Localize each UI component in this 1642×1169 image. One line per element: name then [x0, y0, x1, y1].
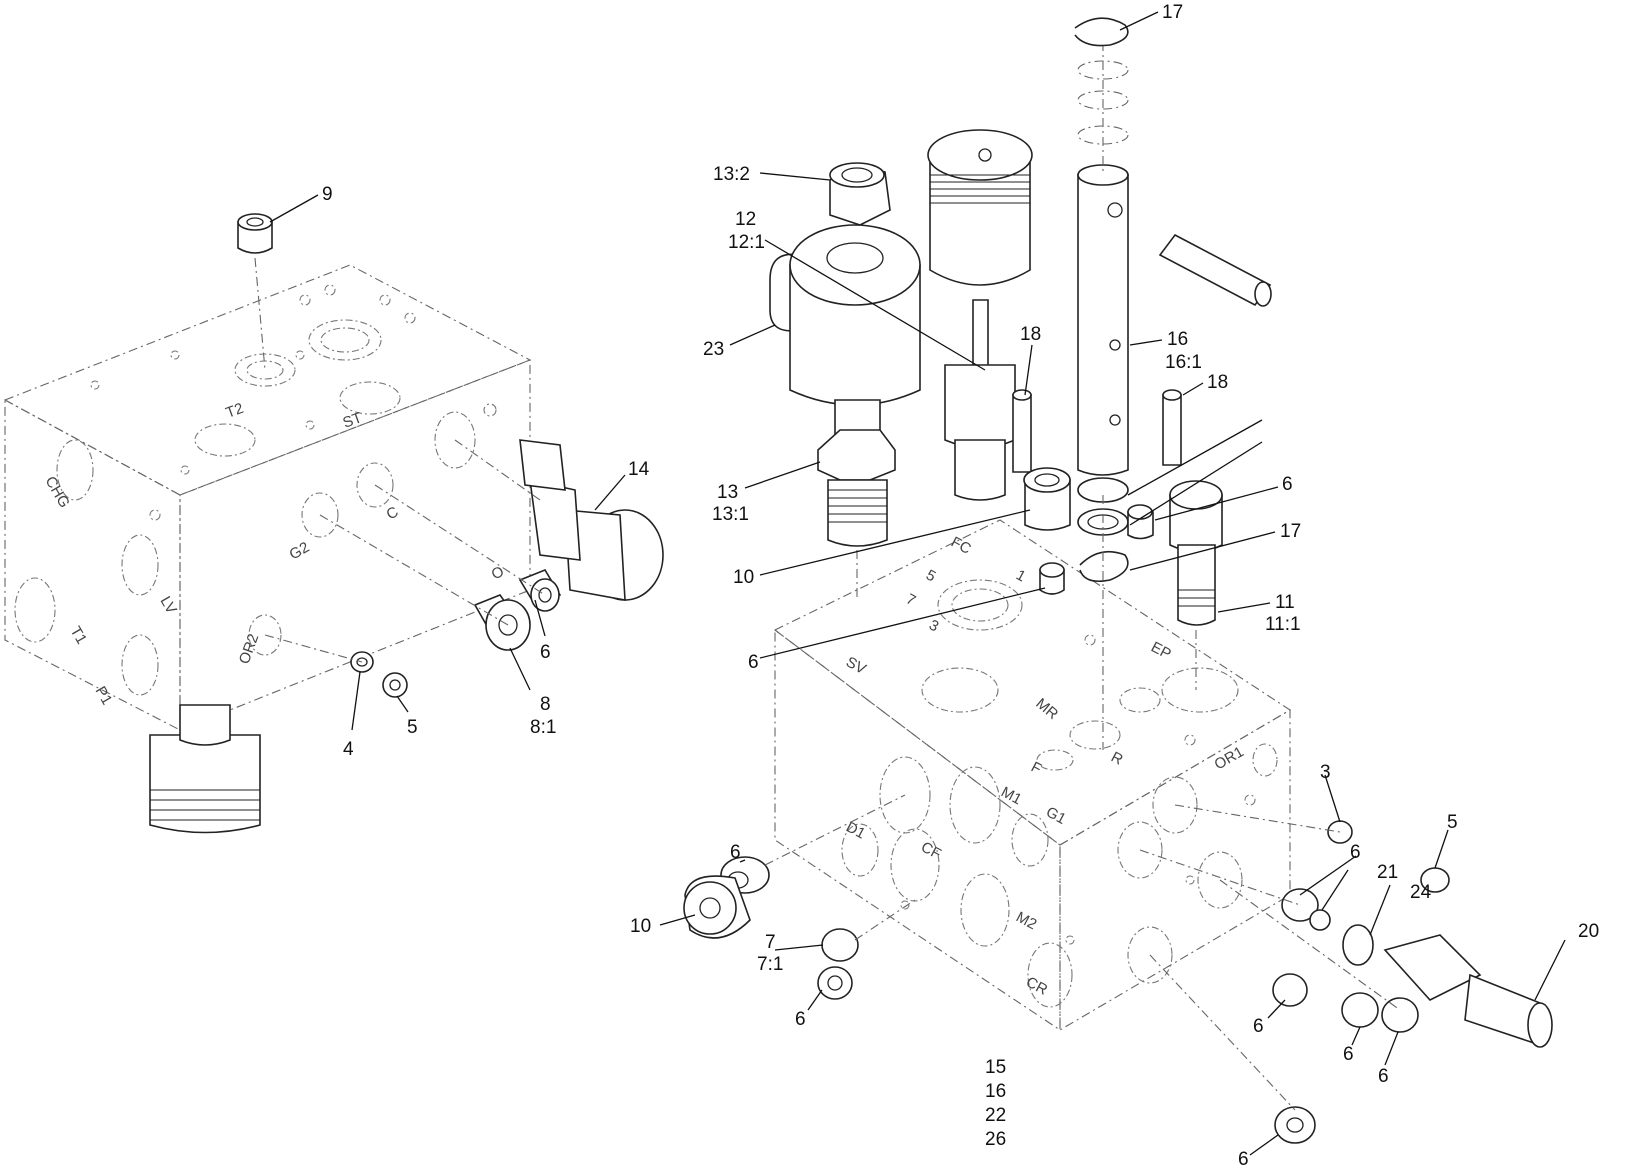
port-label-c: C	[384, 503, 402, 523]
port-label-chg: CHG	[42, 474, 73, 511]
callout-6-br2: 6	[1343, 1044, 1354, 1065]
port-label-m2: M2	[1013, 909, 1039, 934]
cartridge-13	[817, 399, 896, 600]
port-label-mr: MR	[1032, 695, 1061, 723]
snap-ring-17-top	[1074, 17, 1129, 47]
port-label-cf: CF	[918, 839, 944, 863]
callout-13: 13	[717, 482, 738, 503]
port-label-1: 1	[1013, 567, 1028, 586]
port-label-fc: FC	[948, 534, 974, 558]
callout-23: 23	[703, 339, 724, 360]
callout-11-1: 11:1	[1265, 614, 1301, 635]
callout-6-ball: 6	[1350, 842, 1361, 863]
callout-18-left: 18	[1020, 324, 1041, 345]
port-label-or2: OR2	[236, 632, 263, 667]
port-label-ep: EP	[1148, 639, 1174, 663]
leader-lines	[269, 11, 1566, 1156]
callout-13-1: 13:1	[712, 504, 749, 525]
plug-9	[237, 213, 273, 371]
port-label-o: O	[489, 563, 508, 584]
callout-3: 3	[1320, 762, 1331, 783]
port-label-sv: SV	[843, 654, 869, 678]
callout-12: 12	[735, 209, 756, 230]
callout-6-mid: 6	[748, 652, 759, 673]
port-label-t2: T2	[224, 400, 246, 422]
callout-5-right: 5	[1447, 812, 1458, 833]
callout-9: 9	[322, 184, 333, 205]
kit-callout-26: 26	[985, 1129, 1006, 1150]
callout-17-top: 17	[1162, 2, 1183, 23]
port-label-lv: LV	[157, 594, 180, 617]
pin-18-right	[1162, 389, 1182, 466]
port-label-p1: P1	[92, 684, 116, 708]
port-label-f: F	[1028, 759, 1044, 778]
bottom-right-fittings	[1139, 804, 1553, 1144]
left-manifold-block: T2 ST CHG G2 C LV O T1 OR2 P1	[3, 264, 532, 731]
cartridge-11	[1169, 480, 1223, 690]
callout-20: 20	[1578, 921, 1599, 942]
nut-13-2	[829, 162, 891, 226]
valve-stem-12	[944, 299, 1016, 501]
solenoid-coil-23	[769, 224, 921, 406]
callout-24: 24	[1410, 882, 1432, 903]
callout-6-bl: 6	[730, 842, 741, 863]
callout-5-left: 5	[407, 717, 418, 738]
bottom-left-fittings	[683, 794, 916, 1000]
callout-7: 7	[765, 932, 776, 953]
spool-16	[1077, 42, 1272, 476]
left-fittings	[264, 484, 562, 698]
port-label-g1: G1	[1043, 804, 1069, 828]
port-label-st: ST	[341, 409, 365, 432]
port-label-3: 3	[926, 617, 941, 636]
kit-callout-15: 15	[985, 1057, 1006, 1078]
port-label-t1: T1	[67, 624, 90, 648]
kit-callout-16: 16	[985, 1081, 1006, 1102]
callout-13-2: 13:2	[713, 164, 750, 185]
callout-6-left: 6	[540, 642, 551, 663]
callout-10-top: 10	[733, 567, 754, 588]
callout-18-right: 18	[1207, 372, 1228, 393]
callout-6-br1: 6	[1253, 1016, 1264, 1037]
knob-cap	[927, 129, 1033, 286]
callout-14: 14	[628, 459, 650, 480]
port-label-d1: D1	[843, 819, 868, 843]
sensor-14	[454, 439, 664, 601]
callout-8: 8	[540, 694, 551, 715]
seals-and-rings	[1077, 477, 1129, 750]
callout-6-bottom: 6	[1238, 1149, 1249, 1169]
kit-callout-22: 22	[985, 1105, 1006, 1126]
port-label-7: 7	[903, 591, 918, 610]
port-label-5: 5	[923, 567, 938, 586]
callout-7-1: 7:1	[757, 954, 783, 975]
plug-10-top	[1023, 467, 1071, 531]
callout-numbers: 9 14 6 8 8:1 4 5 13:2 12 12:1 23 13 13:1…	[322, 2, 1599, 1169]
port-label-g2: G2	[287, 539, 313, 564]
port-label-m1: M1	[998, 784, 1024, 809]
port-label-or1: OR1	[1212, 743, 1247, 773]
callout-6-bl2: 6	[795, 1009, 806, 1030]
port-label-r: R	[1108, 749, 1126, 769]
callout-6-right-top: 6	[1282, 474, 1293, 495]
callout-16: 16	[1167, 329, 1188, 350]
callout-21: 21	[1377, 862, 1398, 883]
callout-17-mid: 17	[1280, 521, 1301, 542]
pin-18-left	[1012, 389, 1032, 473]
callout-11: 11	[1275, 592, 1295, 613]
callout-12-1: 12:1	[728, 232, 765, 253]
callout-4: 4	[343, 739, 354, 760]
callout-16-1: 16:1	[1165, 352, 1202, 373]
port-label-cr: CR	[1023, 974, 1050, 999]
callout-10-bl: 10	[630, 916, 651, 937]
callout-8-1: 8:1	[530, 717, 556, 738]
knurled-knob-left	[149, 704, 261, 834]
callout-6-br3: 6	[1378, 1066, 1389, 1087]
